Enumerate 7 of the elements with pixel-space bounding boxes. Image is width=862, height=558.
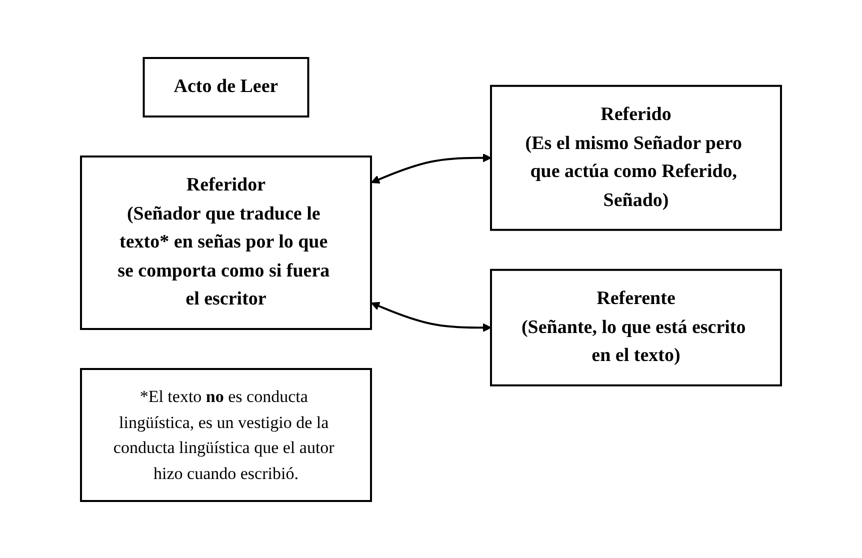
- node-box: Referente (Señante, lo que está escrito en el texto): [490, 268, 782, 386]
- arrow: [370, 152, 492, 184]
- arrow: [370, 301, 492, 332]
- node-box: Acto de Leer: [142, 56, 310, 117]
- node-box: Referidor (Señador que traduce le texto* en señas por lo que se comporta como si fuera el escritor: [80, 155, 372, 330]
- node-box: *El texto no es conducta lingüística, es un vestigio de la conducta lingüística que el autor hizo cuando escribió.: [80, 368, 372, 502]
- node-box: Referido (Es el mismo Señador pero que actúa como Referido, Señado): [490, 84, 782, 230]
